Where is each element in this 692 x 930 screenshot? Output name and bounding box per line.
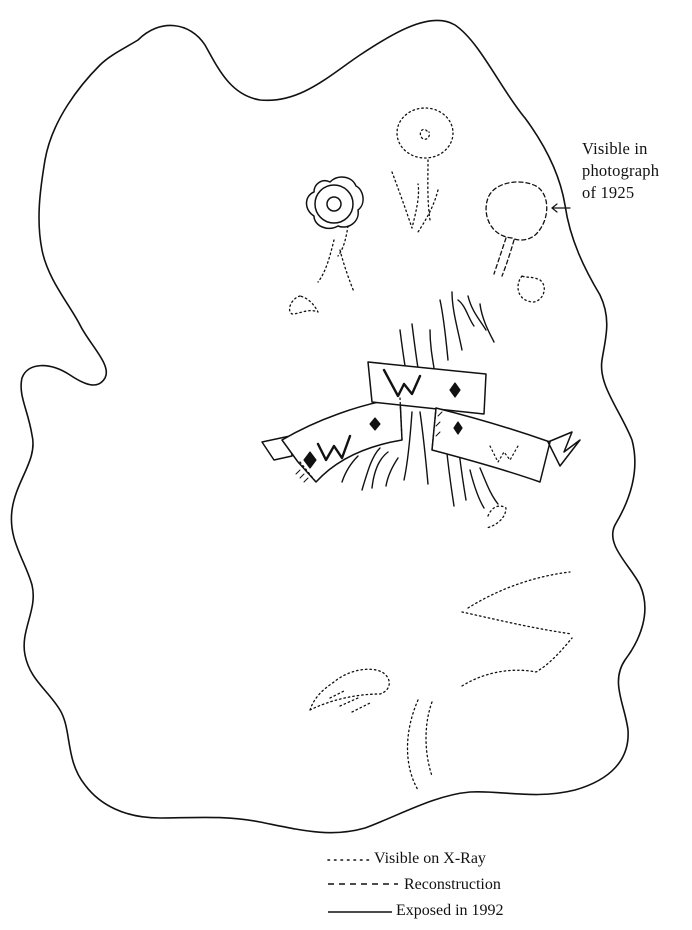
legend-label-reconstruction: Reconstruction [404,872,501,897]
photograph-annotation: Visible in photograph of 1925 [582,138,690,204]
annotation-line-3: of 1925 [582,182,690,204]
reconstruction-flower [486,182,547,276]
solid-flower [307,177,364,228]
legend-label-xray: Visible on X-Ray [374,846,486,871]
legend-item-exposed: Exposed in 1992 [326,897,686,923]
xray-plant-base [486,506,506,528]
legend: Visible on X-Ray Reconstruction Exposed … [326,845,686,923]
legend-label-exposed: Exposed in 1992 [396,898,504,923]
annotation-line-2: photograph [582,160,690,182]
solid-line-swatch [326,905,394,915]
legend-item-xray: Visible on X-Ray [326,845,686,871]
dashed-line-swatch [326,879,402,889]
xray-leaves-lower [310,572,572,790]
legend-item-reconstruction: Reconstruction [326,871,686,897]
flower-stem-xray [290,226,354,314]
xray-flower-top [392,108,453,232]
annotation-line-1: Visible in [582,138,690,160]
annotation-arrow [552,204,570,212]
xray-leaf-right [518,276,544,302]
dotted-line-swatch [326,853,372,863]
